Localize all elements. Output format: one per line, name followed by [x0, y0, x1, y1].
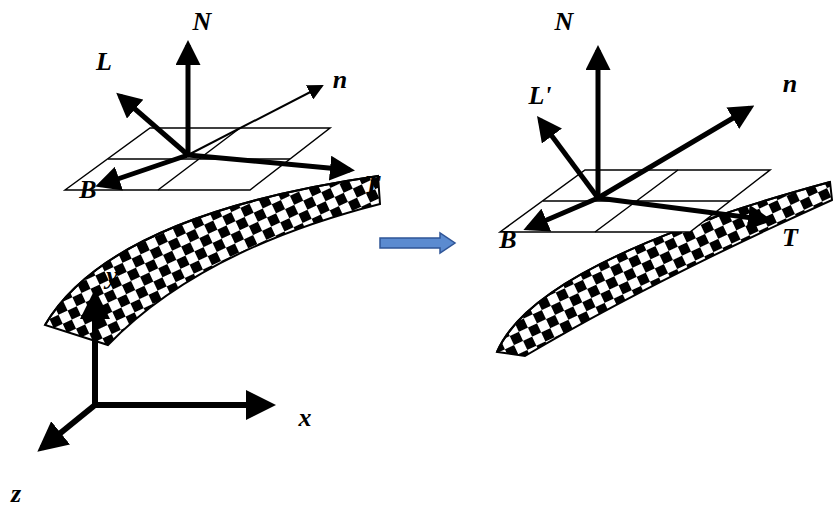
plane-grid	[108, 128, 290, 190]
vector-label: n	[333, 67, 347, 93]
vector-label: L	[96, 49, 112, 75]
vector-label: L'	[528, 83, 551, 109]
vector-label: n	[783, 71, 797, 97]
axis-label: x	[299, 405, 312, 431]
tangent-plane	[65, 128, 330, 190]
vector-label: N	[555, 9, 574, 35]
vector-label: B	[499, 227, 516, 253]
view-vector	[188, 86, 322, 155]
vector-label: B	[79, 177, 96, 203]
axis-label: z	[11, 481, 21, 507]
vector-label: T	[364, 172, 380, 198]
coordinate-axes	[42, 295, 270, 448]
vector-label: T	[782, 225, 798, 251]
vectors	[100, 45, 350, 185]
transition-arrow	[380, 233, 455, 253]
vectors	[528, 50, 768, 228]
vector-label: N	[193, 9, 212, 35]
axis-label: y	[106, 263, 118, 289]
tangent-plane	[500, 170, 770, 232]
